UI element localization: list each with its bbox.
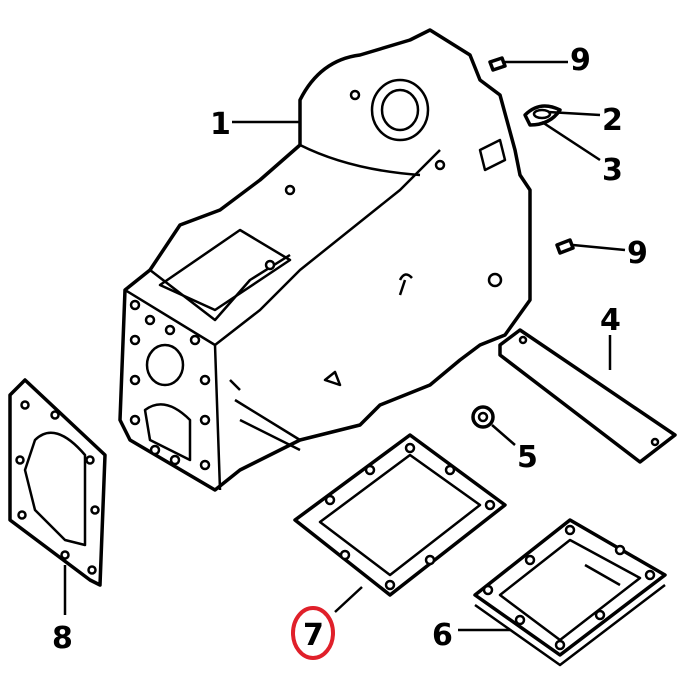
pin-part-2-3 <box>523 104 562 127</box>
label-part-7: 7 <box>303 618 324 653</box>
housing-bolt-holes <box>129 89 446 471</box>
label-part-4: 4 <box>600 303 621 338</box>
label-part-9-lower: 9 <box>627 236 648 271</box>
cover-plate-part-4 <box>498 328 677 464</box>
label-part-8: 8 <box>52 621 73 656</box>
pin-part-9-lower <box>555 238 575 255</box>
transmission-housing <box>118 28 532 492</box>
leader-lines <box>63 60 626 632</box>
label-part-9-upper: 9 <box>570 43 591 78</box>
washer-part-5 <box>471 405 495 429</box>
label-part-3: 3 <box>602 153 623 188</box>
pin-part-9-upper <box>488 56 507 72</box>
label-part-6: 6 <box>432 618 453 653</box>
gasket-part-8 <box>8 378 107 587</box>
label-part-1: 1 <box>210 107 231 142</box>
label-part-5: 5 <box>517 440 538 475</box>
cover-part-6 <box>473 518 667 667</box>
gasket-part-7 <box>293 433 507 597</box>
highlight-circle <box>291 606 335 660</box>
label-part-2: 2 <box>602 103 623 138</box>
